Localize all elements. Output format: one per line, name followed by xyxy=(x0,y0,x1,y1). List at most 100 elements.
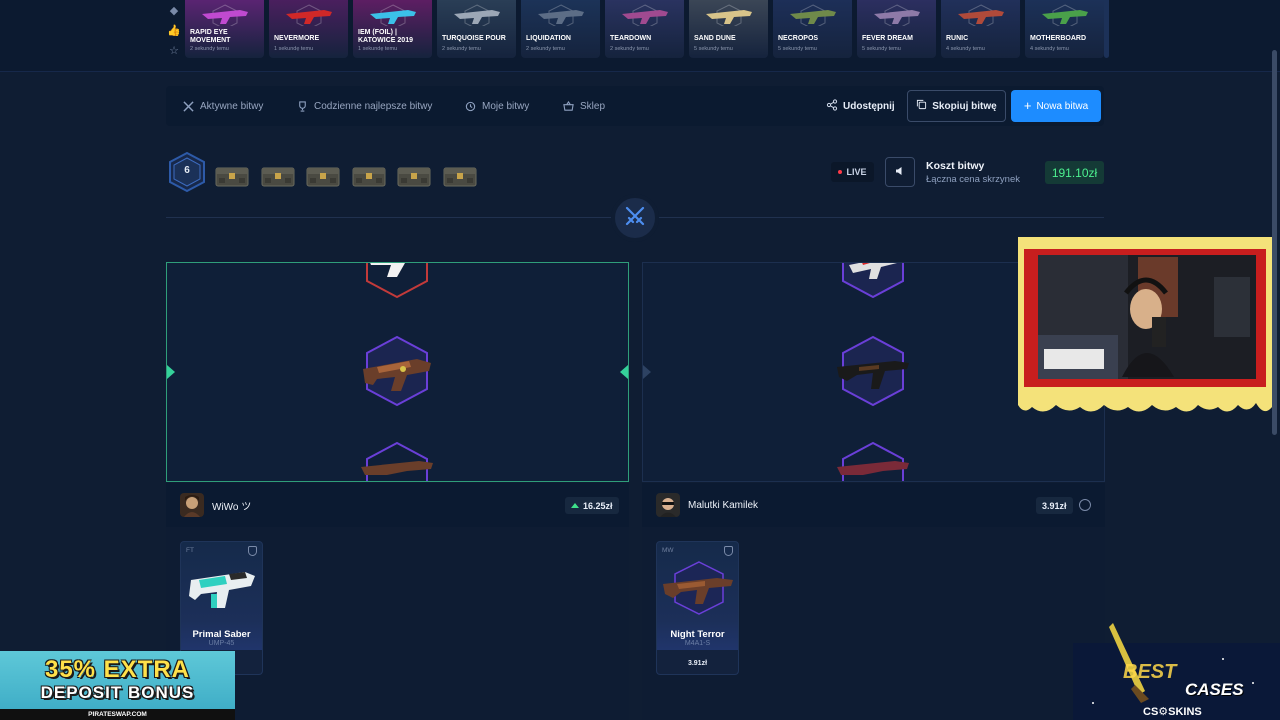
weapon-icon xyxy=(873,4,920,26)
spinner-item xyxy=(833,263,913,305)
feed-drop-item[interactable]: FEVER DREAM 5 sekundy temu xyxy=(857,0,936,58)
case-icon[interactable] xyxy=(215,164,249,188)
item-name: Primal Saber xyxy=(192,629,251,640)
spinner-item xyxy=(833,439,913,481)
feed-drop-item[interactable]: TURQUOISE POUR 2 sekundy temu xyxy=(437,0,516,58)
spinner-right-marker-icon xyxy=(620,365,628,379)
battle-navbar: Aktywne bitwy Codzienne najlepsze bitwy … xyxy=(166,86,1104,126)
feed-drop-time: 5 sekundy temu xyxy=(778,46,817,52)
copy-battle-button[interactable]: Skopiuj bitwę xyxy=(907,90,1006,122)
round-number: 6 xyxy=(184,165,190,176)
item-name: Night Terror xyxy=(670,629,725,640)
case-icon[interactable] xyxy=(352,164,386,188)
feed-drop-name: IEM (FOIL) | KATOWICE 2019 xyxy=(358,29,413,44)
item-condition: MW xyxy=(662,547,674,554)
feed-drop-name: NEVERMORE xyxy=(274,35,320,42)
feed-drop-name: FEVER DREAM xyxy=(862,35,913,42)
player-2-value-text: 3.91zł xyxy=(1042,500,1067,511)
weapon-icon xyxy=(1041,4,1088,26)
sponsor-logo: BEST CASES CS⚙SKINS xyxy=(1073,623,1280,720)
new-battle-button[interactable]: + Nowa bitwa xyxy=(1011,90,1101,122)
share-label: Udostępnij xyxy=(843,100,895,112)
feed-drop-name: RUNIC xyxy=(946,35,969,42)
nav-my-battles[interactable]: Moje bitwy xyxy=(464,86,529,126)
weapon-icon xyxy=(789,4,836,26)
feed-drop-item[interactable] xyxy=(1104,0,1109,58)
shield-icon xyxy=(724,546,733,556)
case-icon[interactable] xyxy=(397,164,431,188)
player-1-items: FT Primal Saber UMP-45 xyxy=(166,527,629,720)
nav-shop-label: Sklep xyxy=(580,100,606,112)
player-2-value: 3.91zł xyxy=(1036,497,1073,514)
copy-battle-label: Skopiuj bitwę xyxy=(932,100,997,112)
feed-drop-name: RAPID EYE MOVEMENT xyxy=(190,29,231,44)
thumbs-up-icon[interactable]: 👍 xyxy=(167,24,181,37)
battle-cost-title: Koszt bitwy xyxy=(926,160,985,172)
item-type: M4A1-S xyxy=(684,640,711,647)
nav-shop[interactable]: Sklep xyxy=(562,86,605,126)
feed-drop-item[interactable]: RUNIC 4 sekundy temu xyxy=(941,0,1020,58)
nav-active-battles[interactable]: Aktywne bitwy xyxy=(182,86,263,126)
avatar[interactable] xyxy=(656,493,680,517)
share-icon xyxy=(826,98,838,114)
star-icon[interactable]: ☆ xyxy=(169,44,179,57)
avatar[interactable] xyxy=(180,493,204,517)
emoji-icon[interactable] xyxy=(1079,499,1091,511)
feed-drop-time: 2 sekundy temu xyxy=(526,46,565,52)
versus-badge xyxy=(611,194,659,242)
item-card[interactable]: MW Night Terror M4A1-S 3.91zł xyxy=(656,541,739,675)
feed-drop-name: SAND DUNE xyxy=(694,35,736,42)
case-icon[interactable] xyxy=(261,164,295,188)
speaker-icon xyxy=(895,166,905,179)
player-1-spinner xyxy=(166,262,629,482)
player-2-name: Malutki Kamilek xyxy=(688,499,759,511)
weapon-icon xyxy=(369,4,416,26)
copy-icon xyxy=(916,99,927,113)
player-1-name: WiWo ツ xyxy=(212,501,252,513)
spinner-item xyxy=(357,263,437,305)
logo-cases: CASES xyxy=(1185,680,1244,699)
feed-drop-name: MOTHERBOARD xyxy=(1030,35,1086,42)
item-card-footer xyxy=(657,650,738,674)
feed-drop-time: 1 sekundę temu xyxy=(274,46,314,52)
spinner-item xyxy=(357,439,437,481)
spinner-item xyxy=(833,333,913,413)
basket-icon xyxy=(562,100,574,112)
player-2-items: MW Night Terror M4A1-S 3.91zł xyxy=(642,527,1105,720)
feed-side-icons: ◆ 👍 ☆ xyxy=(164,0,184,60)
nav-active-battles-label: Aktywne bitwy xyxy=(200,100,264,112)
share-button[interactable]: Udostępnij xyxy=(826,86,895,126)
feed-drop-item[interactable]: RAPID EYE MOVEMENT 2 sekundy temu xyxy=(185,0,264,58)
spinner-item-selected xyxy=(357,333,437,413)
nav-my-battles-label: Moje bitwy xyxy=(482,100,530,112)
player-2-bar: Malutki Kamilek 3.91zł xyxy=(642,483,1105,527)
promo-banner[interactable]: 35% EXTRA DEPOSIT BONUS PIRATESWAP.COM xyxy=(0,651,235,720)
feed-drop-name: TURQUOISE POUR xyxy=(442,35,506,42)
promo-line-1: 35% EXTRA xyxy=(44,656,191,683)
fire-icon[interactable]: ◆ xyxy=(169,4,179,17)
feed-drop-time: 2 sekundy temu xyxy=(190,46,229,52)
spinner-left-marker-icon xyxy=(643,365,651,379)
feed-drop-time: 5 sekundy temu xyxy=(862,46,901,52)
nav-daily-best[interactable]: Codzienne najlepsze bitwy xyxy=(296,86,432,126)
round-counter: 6 xyxy=(167,151,207,193)
weapon-icon xyxy=(453,4,500,26)
feed-drop-item[interactable]: NEVERMORE 1 sekundę temu xyxy=(269,0,348,58)
swords-icon xyxy=(182,100,194,112)
crossed-swords-icon xyxy=(624,205,646,232)
page-scrollbar[interactable] xyxy=(1272,50,1277,435)
case-icon[interactable] xyxy=(443,164,477,188)
weapon-icon xyxy=(285,4,332,26)
trophy-icon xyxy=(296,100,308,112)
case-icon[interactable] xyxy=(306,164,340,188)
sound-toggle-button[interactable] xyxy=(885,157,915,187)
feed-drop-time: 4 sekundy temu xyxy=(946,46,985,52)
feed-drop-time: 2 sekundy temu xyxy=(442,46,481,52)
feed-drop-name: TEARDOWN xyxy=(610,35,652,42)
